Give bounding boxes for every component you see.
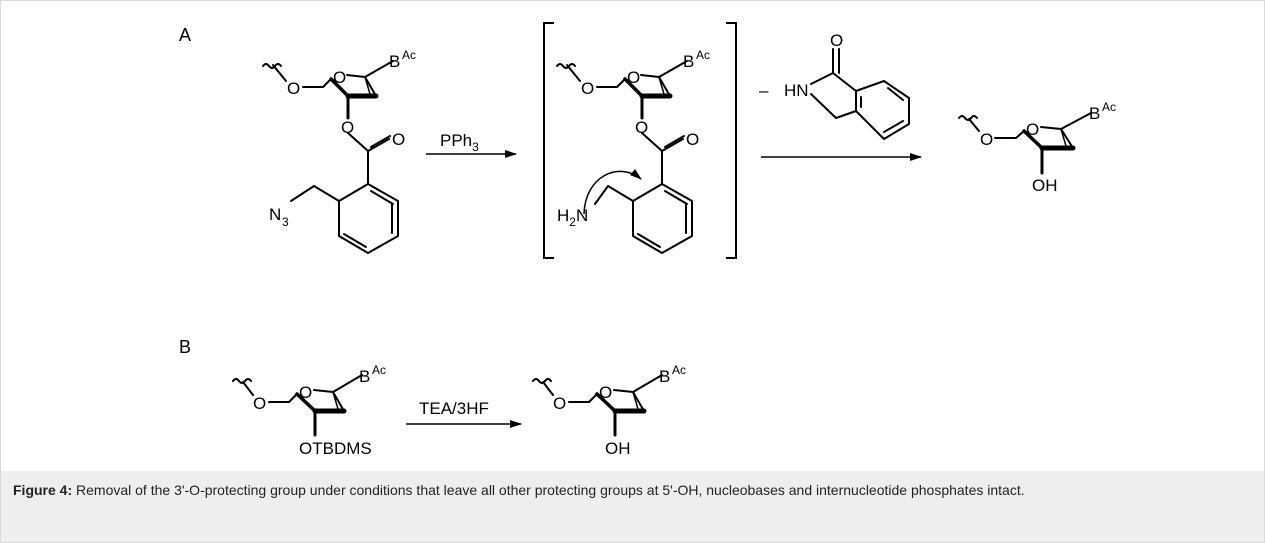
- ring-o-1: O: [333, 68, 346, 87]
- squiggle: [262, 63, 282, 69]
- nucleophilic-attack-arrow: [583, 168, 642, 215]
- base-sup-4: Ac: [372, 363, 386, 377]
- oh-label-a: OH: [1032, 176, 1058, 195]
- base-sup-3: Ac: [1102, 100, 1116, 114]
- molecule-2-labels: O O B Ac O O H2N: [557, 48, 710, 229]
- squiggle: [958, 115, 978, 121]
- base-sup-2: Ac: [696, 48, 710, 62]
- reagent-tea: TEA/3HF: [419, 399, 489, 418]
- base-sup-1: Ac: [402, 48, 416, 62]
- product-b-labels: O O B Ac OH: [553, 363, 686, 458]
- molecule-product-3oh-a: [958, 112, 1092, 175]
- link-o-3: O: [980, 130, 993, 149]
- ester-o-1: O: [341, 118, 354, 137]
- squiggle: [532, 378, 552, 384]
- molecule-b1-labels: O O B Ac OTBDMS: [253, 363, 386, 458]
- base-label-3: B: [1089, 104, 1100, 123]
- molecule-isoindolinone: [810, 48, 910, 140]
- isoindolinone-labels: O HN: [784, 31, 843, 100]
- molecule-product-3oh-b: [532, 374, 663, 437]
- ring-o-5: O: [599, 383, 612, 402]
- link-o-5: O: [553, 394, 566, 413]
- arrow-pph3: PPh3: [426, 131, 517, 158]
- base-label-4: B: [359, 367, 370, 386]
- base-label-2: B: [683, 52, 694, 71]
- ring-o-2: O: [627, 68, 640, 87]
- carbonyl-o-1: O: [392, 130, 405, 149]
- arrow-tea-3hf: TEA/3HF: [406, 399, 522, 428]
- minus-sign: –: [759, 81, 769, 100]
- molecule-azidomethylbenzoyl-nucleoside: [262, 60, 399, 254]
- caption-label: Figure 4:: [13, 482, 73, 498]
- caption-text: Removal of the 3'-O-protecting group und…: [72, 482, 1025, 498]
- base-label-1: B: [389, 52, 400, 71]
- ester-o-2: O: [635, 118, 648, 137]
- link-o-4: O: [253, 394, 266, 413]
- isoindolinone-hn: HN: [784, 81, 809, 100]
- azide-sub: 3: [282, 215, 289, 229]
- otbdms-label: OTBDMS: [299, 439, 372, 458]
- figure-caption: Figure 4: Removal of the 3'-O-protecting…: [1, 471, 1264, 542]
- ring-o-3: O: [1026, 120, 1039, 139]
- ring-o-4: O: [299, 383, 312, 402]
- link-o-2: O: [581, 79, 594, 98]
- reagent-pph3: PPh3: [440, 131, 479, 154]
- squiggle: [556, 63, 576, 69]
- section-b-label: B: [179, 337, 191, 357]
- squiggle: [232, 378, 252, 384]
- molecule-tbdms-nucleoside: [232, 374, 363, 437]
- isoindolinone-o: O: [830, 31, 843, 50]
- section-a-label: A: [179, 25, 191, 45]
- link-o-1: O: [287, 79, 300, 98]
- amine-group: H2N: [557, 206, 588, 229]
- reaction-scheme: A O O B Ac O O N 3 PPh3: [179, 22, 1116, 458]
- intermediate-brackets: [543, 22, 737, 259]
- azide-n: N: [269, 205, 281, 224]
- molecule-aminomethylbenzoyl-intermediate: [556, 60, 693, 254]
- base-sup-5: Ac: [672, 363, 686, 377]
- carbonyl-o-2: O: [686, 130, 699, 149]
- product-a-labels: O O B Ac OH: [980, 100, 1116, 195]
- molecule-1-labels: O O B Ac O O N 3: [269, 48, 416, 229]
- base-label-5: B: [659, 367, 670, 386]
- oh-label-b: OH: [605, 439, 631, 458]
